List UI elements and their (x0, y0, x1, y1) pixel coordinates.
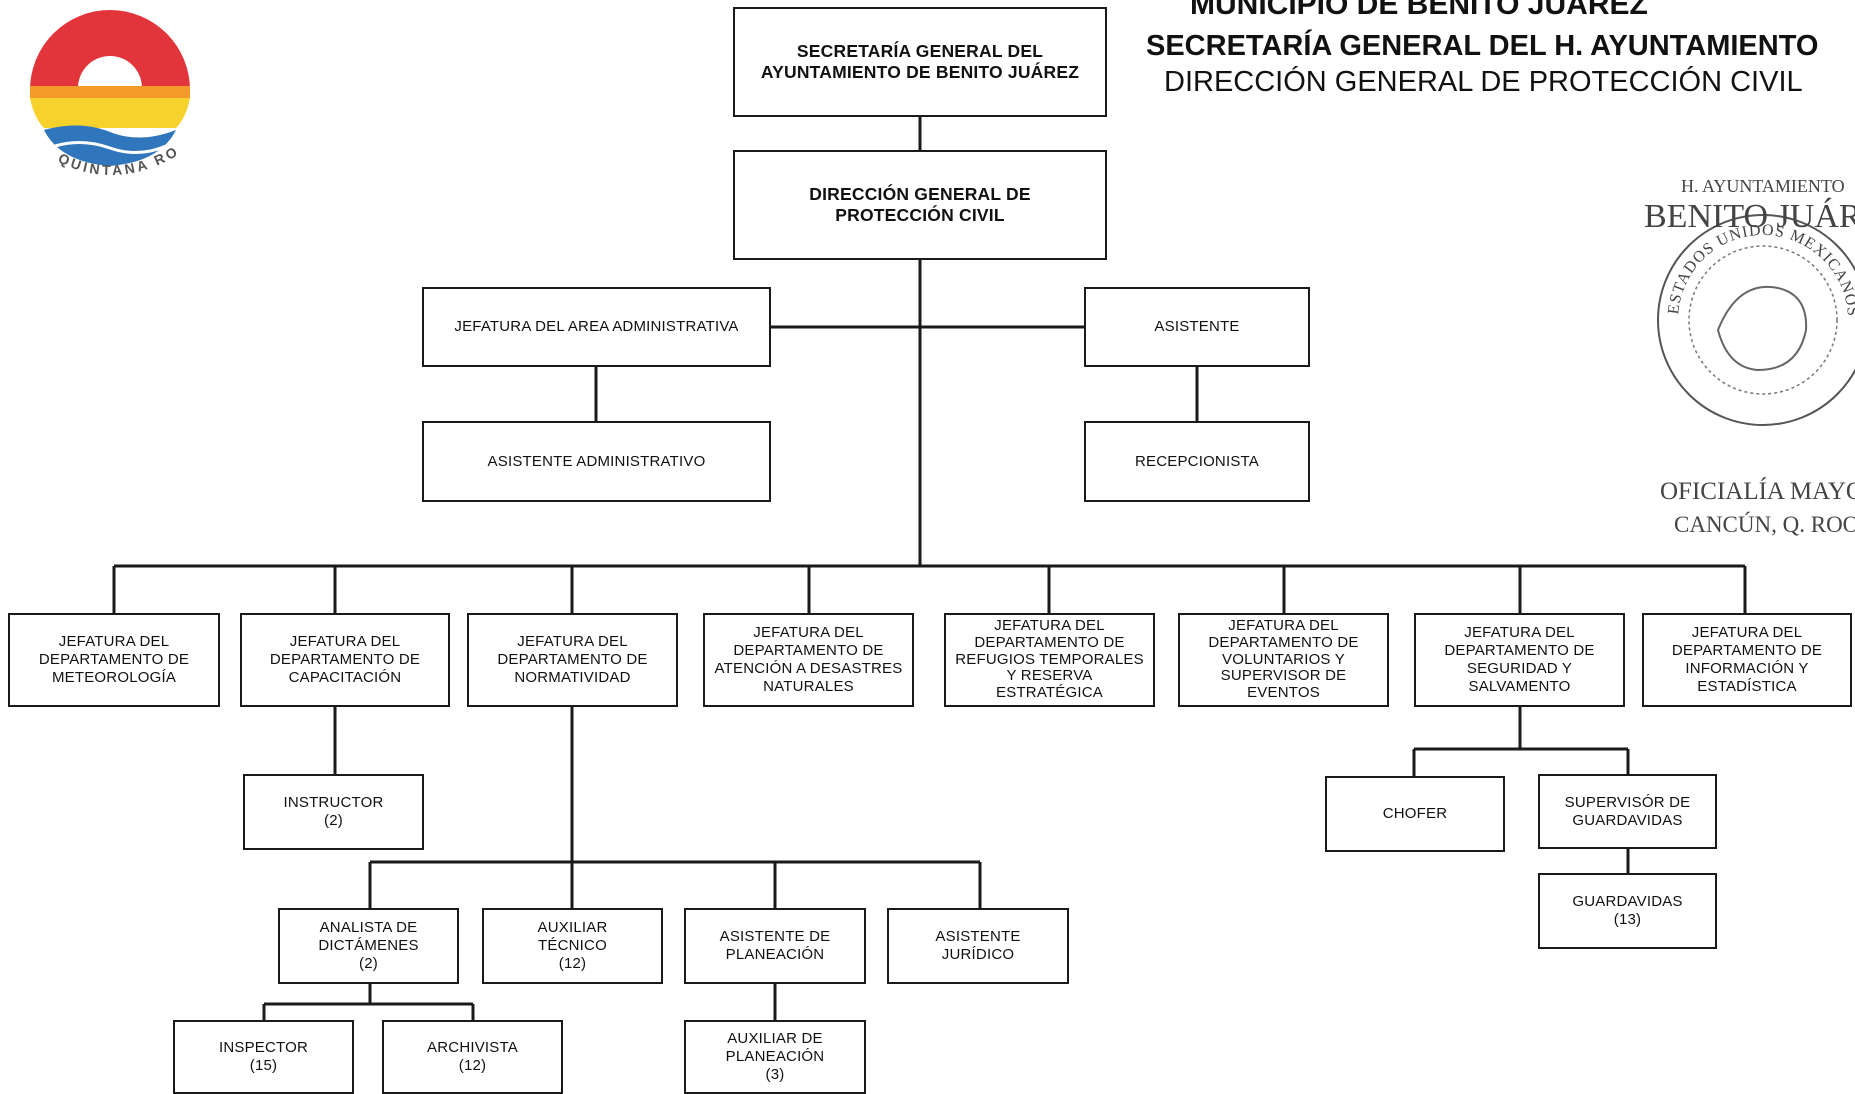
logo-wave (54, 141, 167, 154)
node-asistente-juridico: ASISTENTE JURÍDICO (887, 908, 1069, 984)
seal-line-2: BENITO JUÁREZ (1644, 198, 1855, 235)
node-asistente-planeacion: ASISTENTE DE PLANEACIÓN (684, 908, 866, 984)
logo-sea (44, 125, 176, 166)
node-jefatura-admin: JEFATURA DEL AREA ADMINISTRATIVA (422, 287, 771, 367)
node-analista-dictamenes: ANALISTA DE DICTÁMENES (2) (278, 908, 459, 984)
municipal-logo-icon: QUINTANA ROO (0, 0, 190, 178)
node-dept-meteorologia: JEFATURA DEL DEPARTAMENTO DE METEOROLOGÍ… (8, 613, 220, 707)
node-direccion-general: DIRECCIÓN GENERAL DE PROTECCIÓN CIVIL (733, 150, 1107, 260)
node-dept-seguridad: JEFATURA DEL DEPARTAMENTO DE SEGURIDAD Y… (1414, 613, 1625, 707)
node-dept-capacitacion: JEFATURA DEL DEPARTAMENTO DE CAPACITACIÓ… (240, 613, 450, 707)
node-instructor: INSTRUCTOR (2) (243, 774, 424, 850)
secretaria-title: SECRETARÍA GENERAL DEL H. AYUNTAMIENTO (1146, 30, 1819, 62)
logo-yellow-band (30, 98, 190, 128)
node-guardavidas: GUARDAVIDAS (13) (1538, 873, 1717, 949)
node-dept-normatividad: JEFATURA DEL DEPARTAMENTO DE NORMATIVIDA… (467, 613, 678, 707)
node-dept-desastres: JEFATURA DEL DEPARTAMENTO DE ATENCIÓN A … (703, 613, 914, 707)
logo-sun-rays (30, 10, 190, 90)
node-secretaria-general: SECRETARÍA GENERAL DEL AYUNTAMIENTO DE B… (733, 7, 1107, 117)
node-dept-voluntarios: JEFATURA DEL DEPARTAMENTO DE VOLUNTARIOS… (1178, 613, 1389, 707)
official-seal-icon: ESTADOS UNIDOS MEXICANOS (1657, 214, 1855, 426)
node-dept-informacion: JEFATURA DEL DEPARTAMENTO DE INFORMACIÓN… (1642, 613, 1852, 707)
seal-line-3: OFICIALÍA MAYOR (1660, 478, 1855, 505)
node-inspector: INSPECTOR (15) (173, 1020, 354, 1094)
seal-eagle (1716, 285, 1808, 372)
node-asistente: ASISTENTE (1084, 287, 1310, 367)
node-asistente-admin: ASISTENTE ADMINISTRATIVO (422, 421, 771, 502)
node-dept-refugios: JEFATURA DEL DEPARTAMENTO DE REFUGIOS TE… (944, 613, 1155, 707)
municipality-title: MUNICIPIO DE BENITO JUAREZ (1190, 0, 1648, 21)
seal-inner-ring (1688, 245, 1838, 395)
node-archivista: ARCHIVISTA (12) (382, 1020, 563, 1094)
seal-ring (1657, 214, 1855, 426)
seal-line-1: H. AYUNTAMIENTO (1681, 176, 1845, 196)
node-auxiliar-planeacion: AUXILIAR DE PLANEACIÓN (3) (684, 1020, 866, 1094)
logo-horizon (30, 86, 190, 98)
node-auxiliar-tecnico: AUXILIAR TÉCNICO (12) (482, 908, 663, 984)
direccion-title: DIRECCIÓN GENERAL DE PROTECCIÓN CIVIL (1164, 66, 1803, 98)
node-recepcionista: RECEPCIONISTA (1084, 421, 1310, 502)
node-supervisor-guardavidas: SUPERVISÓR DE GUARDAVIDAS (1538, 774, 1717, 849)
node-chofer: CHOFER (1325, 776, 1505, 852)
seal-line-4: CANCÚN, Q. ROO (1674, 512, 1855, 537)
